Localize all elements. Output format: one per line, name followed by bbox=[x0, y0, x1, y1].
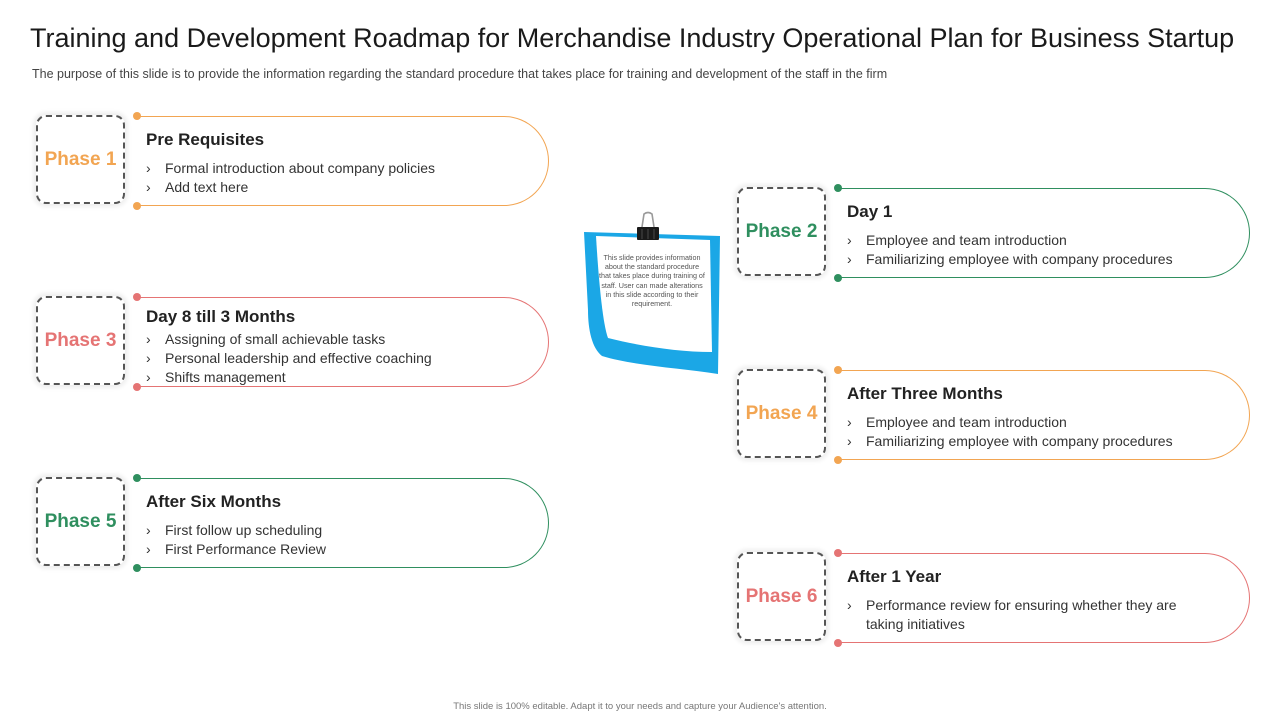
phase-3-dot-top bbox=[133, 293, 141, 301]
phase-6-heading: After 1 Year bbox=[847, 567, 942, 586]
phase-5-heading: After Six Months bbox=[146, 492, 282, 511]
phase-5-bullets: First follow up scheduling First Perform… bbox=[146, 521, 326, 559]
list-item: Add text here bbox=[146, 178, 435, 197]
phase-4-card: After Three Months Employee and team int… bbox=[834, 366, 1250, 464]
phase-2-card: Day 1 Employee and team introduction Fam… bbox=[834, 184, 1250, 282]
phase-5: Phase 5 After Six Months First follow up… bbox=[36, 474, 551, 572]
phase-1-dot-bottom bbox=[133, 202, 141, 210]
phase-6-bullets: Performance review for ensuring whether … bbox=[847, 596, 1211, 634]
list-item: Performance review for ensuring whether … bbox=[847, 596, 1211, 634]
phase-2: Phase 2 Day 1 Employee and team introduc… bbox=[737, 184, 1252, 282]
phase-4-label: Phase 4 bbox=[737, 369, 826, 458]
list-item: Personal leadership and effective coachi… bbox=[146, 349, 432, 368]
phase-1-label: Phase 1 bbox=[36, 115, 125, 204]
list-item: Shifts management bbox=[146, 368, 432, 387]
phase-4-heading: After Three Months bbox=[847, 384, 1003, 403]
phase-2-bullets: Employee and team introduction Familiari… bbox=[847, 231, 1173, 269]
phase-2-dot-top bbox=[834, 184, 842, 192]
phase-6-card: After 1 Year Performance review for ensu… bbox=[834, 549, 1250, 647]
phase-3-card: Day 8 till 3 Months Assigning of small a… bbox=[133, 293, 549, 391]
list-item: First Performance Review bbox=[146, 540, 326, 559]
phase-5-label: Phase 5 bbox=[36, 477, 125, 566]
list-item: Assigning of small achievable tasks bbox=[146, 330, 432, 349]
phase-1-bullets: Formal introduction about company polici… bbox=[146, 159, 435, 197]
page-title: Training and Development Roadmap for Mer… bbox=[30, 23, 1235, 53]
phase-3-bullets: Assigning of small achievable tasks Pers… bbox=[146, 330, 432, 387]
phase-6-dot-top bbox=[834, 549, 842, 557]
phase-5-dot-top bbox=[133, 474, 141, 482]
sticky-note-graphic bbox=[584, 211, 720, 374]
phase-1-dot-top bbox=[133, 112, 141, 120]
phase-4: Phase 4 After Three Months Employee and … bbox=[737, 366, 1252, 464]
list-item: Formal introduction about company polici… bbox=[146, 159, 435, 178]
phase-4-bullets: Employee and team introduction Familiari… bbox=[847, 413, 1173, 451]
list-item: Familiarizing employee with company proc… bbox=[847, 432, 1173, 451]
phase-2-heading: Day 1 bbox=[847, 202, 893, 221]
list-item: First follow up scheduling bbox=[146, 521, 326, 540]
phase-4-dot-bottom bbox=[834, 456, 842, 464]
page-subtitle: The purpose of this slide is to provide … bbox=[32, 67, 888, 81]
phase-3-dot-bottom bbox=[133, 383, 141, 391]
sticky-note-text: This slide provides information about th… bbox=[599, 253, 705, 309]
phase-1-heading: Pre Requisites bbox=[146, 130, 265, 149]
list-item: Employee and team introduction bbox=[847, 231, 1173, 250]
phase-1-card: Pre Requisites Formal introduction about… bbox=[133, 112, 549, 210]
sticky-note bbox=[580, 210, 725, 380]
phase-5-dot-bottom bbox=[133, 564, 141, 572]
list-item: Familiarizing employee with company proc… bbox=[847, 250, 1173, 269]
phase-1: Phase 1 Pre Requisites Formal introducti… bbox=[36, 112, 551, 210]
footer-note: This slide is 100% editable. Adapt it to… bbox=[453, 701, 827, 712]
phase-2-dot-bottom bbox=[834, 274, 842, 282]
phase-2-label: Phase 2 bbox=[737, 187, 826, 276]
binder-clip-icon bbox=[637, 211, 659, 240]
phase-6-label: Phase 6 bbox=[737, 552, 826, 641]
phase-3-heading: Day 8 till 3 Months bbox=[146, 307, 296, 326]
phase-3: Phase 3 Day 8 till 3 Months Assigning of… bbox=[36, 293, 551, 391]
phase-6: Phase 6 After 1 Year Performance review … bbox=[737, 549, 1252, 647]
phase-4-dot-top bbox=[834, 366, 842, 374]
list-item: Employee and team introduction bbox=[847, 413, 1173, 432]
phase-5-card: After Six Months First follow up schedul… bbox=[133, 474, 549, 572]
phase-6-dot-bottom bbox=[834, 639, 842, 647]
phase-3-label: Phase 3 bbox=[36, 296, 125, 385]
